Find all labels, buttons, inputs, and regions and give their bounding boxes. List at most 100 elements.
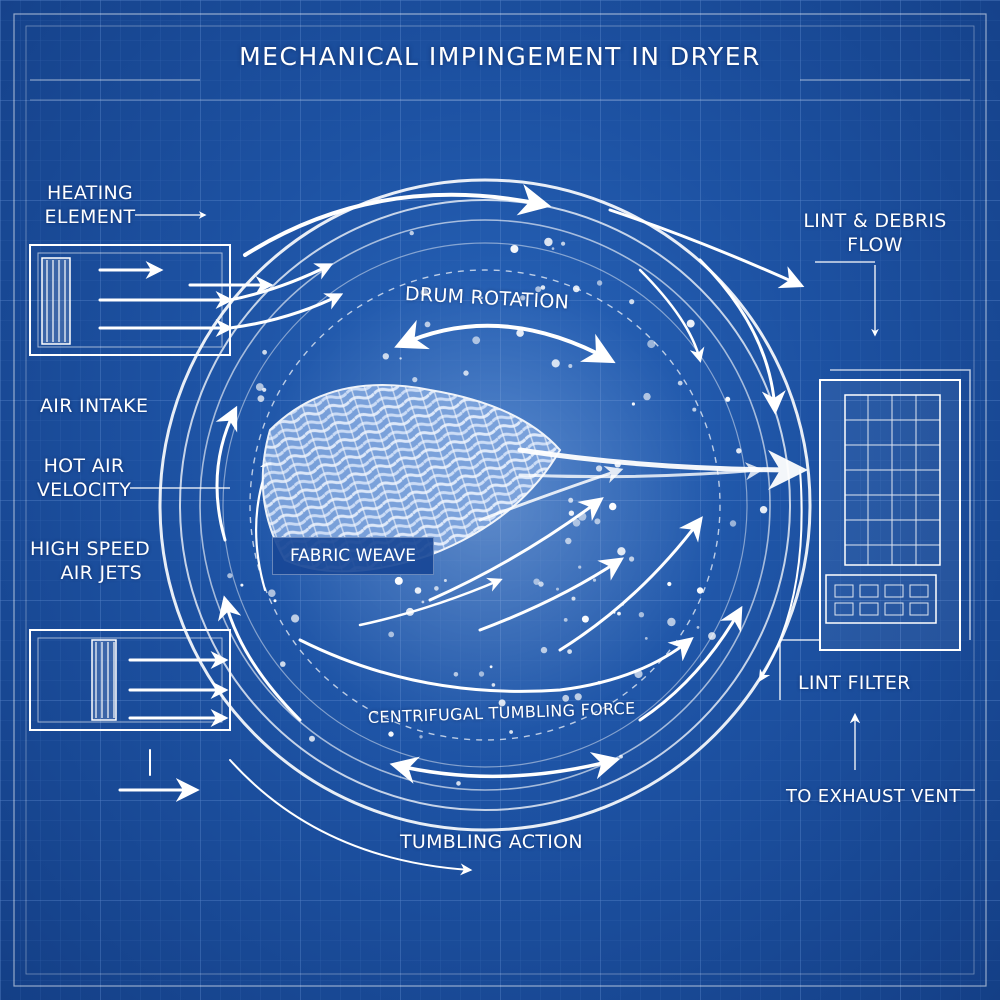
flow-arrow-right [698,258,786,415]
lint-particle [629,556,635,562]
lint-particle [280,661,286,667]
lint-particle [273,599,277,603]
lint-particle [388,631,395,638]
flow-arrow-top [243,184,552,257]
lint-particle [572,285,580,293]
lint-particle [421,600,425,604]
lint-particle [556,587,559,591]
lint-particle [725,396,731,402]
lint-particle [491,683,496,687]
lint-particle [538,581,544,587]
lint-particle [692,407,697,412]
lint-particle [696,626,700,629]
lint-particle [686,319,695,328]
lint-particle [262,349,267,355]
flow-arrow-top-right [608,208,805,289]
lint-particle [667,581,672,587]
lint-particle [551,247,555,250]
lint-particle [609,502,617,511]
label-hot-air-velocity-line2: VELOCITY [36,479,132,501]
lint-particle [581,615,589,623]
lint-particle [561,241,566,246]
lint-particle [480,296,483,300]
lint-particle [578,565,582,569]
label-air-intake: AIR INTAKE [40,395,149,417]
lint-particle [291,614,300,623]
flow-arrow-outer-right [758,469,803,683]
drum-ring-3 [199,219,771,791]
lint-particle [419,735,423,739]
drum-ring-outer [158,178,812,832]
lint-particle [382,353,389,360]
label-to-exhaust-vent: TO EXHAUST VENT [786,786,961,807]
lint-particle [551,359,560,368]
flow-arrow-outer-bottom [229,759,473,876]
lint-particle [406,607,414,616]
label-lint-debris-flow-line1: LINT & DEBRIS [803,210,947,232]
label-high-speed-air-jets-line2: AIR JETS [60,562,142,584]
flow-arrow-drum-rotation [394,319,616,364]
lint-particle [309,735,315,742]
lint-particle [617,547,626,556]
lint-particle [540,285,546,290]
lint-particle [638,612,645,618]
lint-particle [399,357,402,360]
flow-arrow-centrifugal [298,637,694,693]
air-intake-unit [29,629,231,731]
label-high-speed-air-jets-line1: HIGH SPEED [30,538,151,560]
lint-particle [509,730,513,734]
lint-particle [420,288,429,297]
lint-particle [434,586,439,591]
flow-arrow-bottom-right [638,605,743,722]
outer-frame [13,13,987,987]
lint-filter-unit [819,369,971,651]
lint-particle [667,617,676,627]
lint-particle [562,694,570,702]
lint-particle [414,587,422,594]
lint-particle [708,632,716,640]
lint-particle [255,383,264,391]
label-heating-element-line1: HEATING [46,182,134,204]
lint-particle [644,637,648,640]
lint-particle [647,339,656,349]
label-high-speed-air-jets: HIGH SPEED AIR JETS [30,537,151,585]
lint-particle [736,448,742,454]
label-hot-air-velocity-line1: HOT AIR [43,455,125,477]
label-heating-element: HEATING ELEMENT [40,181,140,229]
lint-particle [540,646,548,654]
intake-air-arrows [118,651,229,802]
label-lint-debris-flow-line2: FLOW [847,234,903,256]
lint-particle [759,506,768,514]
lint-particle [677,380,683,386]
flow-arrow-left-up [215,405,238,542]
flow-arrow-bottom-left [218,595,302,722]
label-hot-air-velocity: HOT AIR VELOCITY [30,454,138,502]
lint-particle [535,286,542,293]
lint-particle [729,520,737,527]
lint-particle [478,671,485,677]
label-tumbling-action: TUMBLING ACTION [400,831,583,853]
lint-particle [520,295,526,301]
lint-particle [568,364,573,368]
lint-particle [614,461,621,468]
lint-particle [631,402,636,406]
lint-particles [227,230,768,786]
lint-particle [597,680,601,685]
drum-ring-dashed [249,269,721,741]
lint-particle [592,578,597,582]
lint-particle [257,395,265,402]
lint-particle [227,573,233,579]
lint-particle [456,781,461,786]
heating-air-arrows [98,261,344,337]
lint-particle [240,583,244,587]
lint-particle [388,731,394,737]
lint-particle [409,230,414,236]
flow-arrow-right-inner [638,268,705,363]
lint-particle [463,370,469,376]
lint-particle [567,649,572,654]
lint-particle [578,512,587,521]
inner-frame [25,25,975,975]
lint-particle [412,377,418,383]
